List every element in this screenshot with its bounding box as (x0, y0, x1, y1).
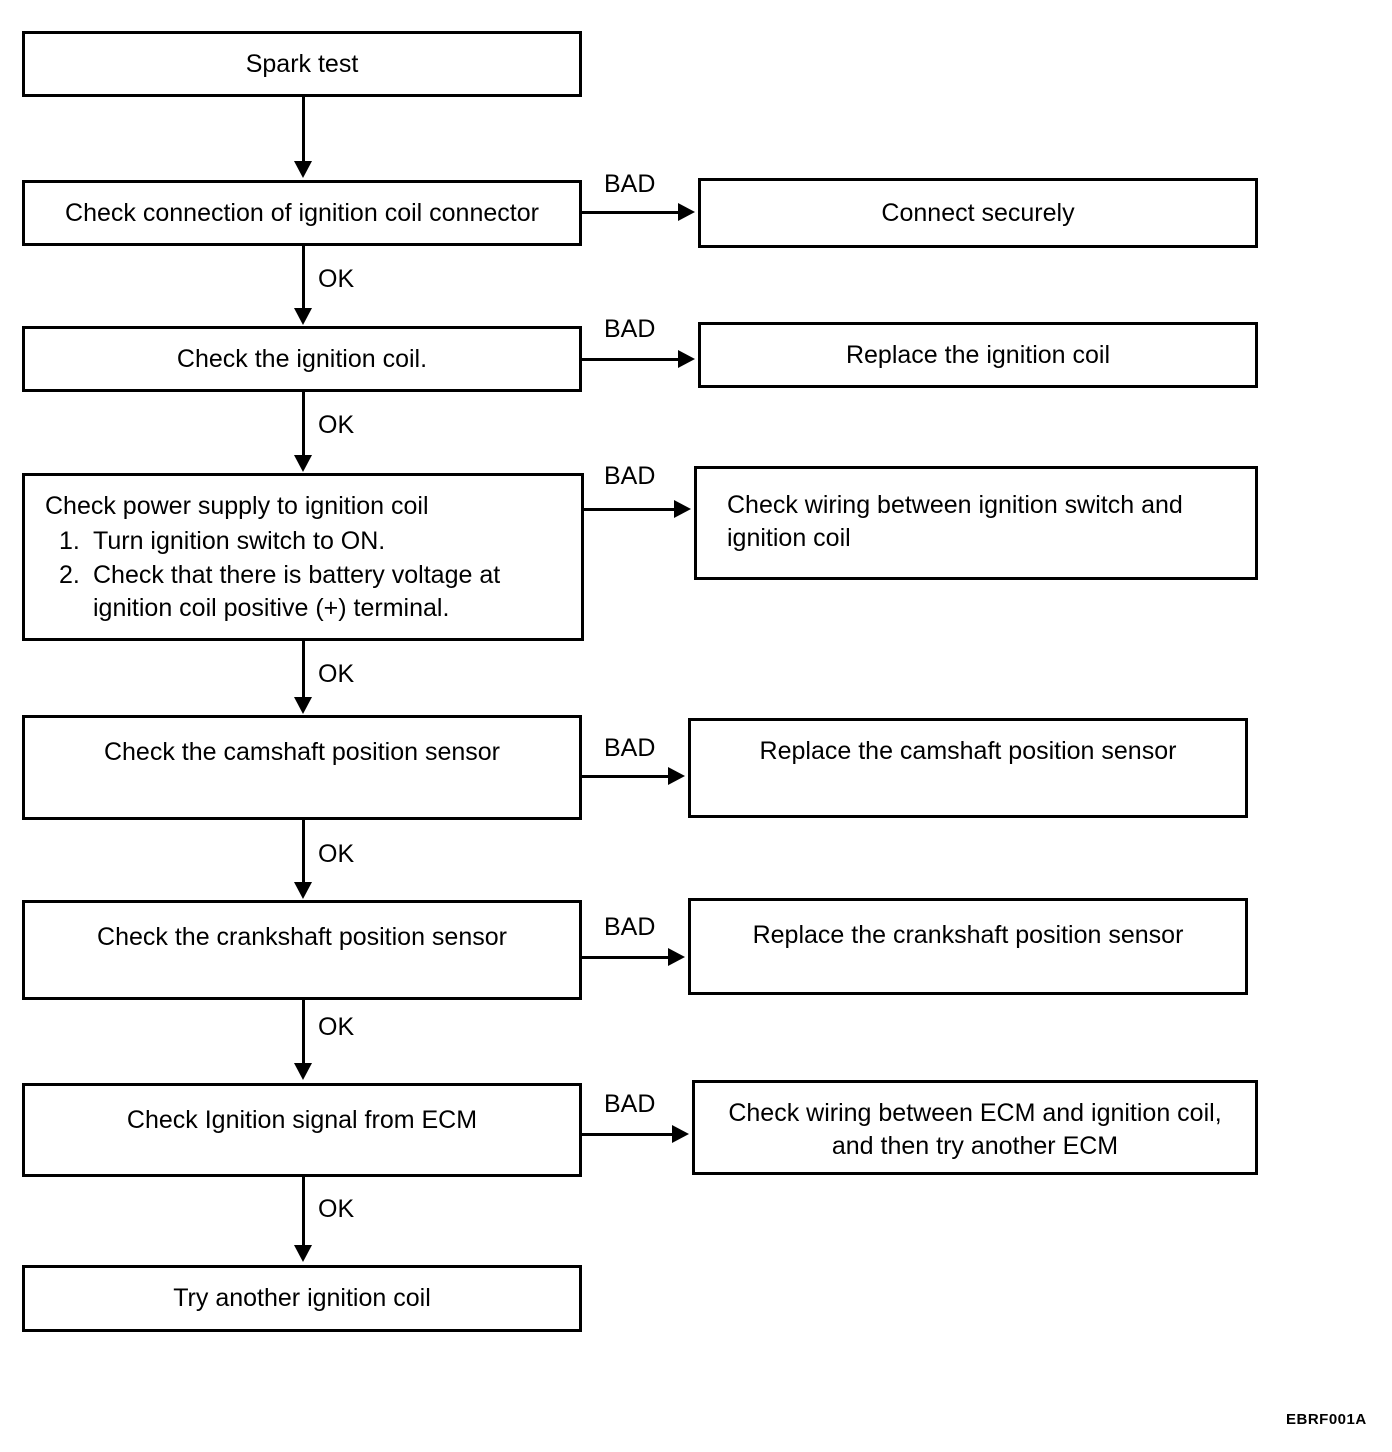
step-2-text: Check that there is battery voltage at i… (93, 561, 501, 622)
edge-label-bad-5: BAD (604, 913, 656, 941)
connector-arrow-ok-6 (294, 1063, 312, 1080)
node-check-ignition-signal[interactable]: Check Ignition signal from ECM (22, 1083, 582, 1177)
edge-label-bad-4: BAD (604, 734, 656, 762)
connector-arrow-ok-1 (294, 161, 312, 178)
node-check-wiring-ecm[interactable]: Check wiring between ECM and ignition co… (692, 1080, 1258, 1175)
connector-arrow-bad-1 (678, 203, 695, 221)
connector-line-ok-6 (302, 1000, 305, 1065)
node-check-connector[interactable]: Check connection of ignition coil connec… (22, 180, 582, 246)
node-check-power-supply-heading: Check power supply to ignition coil (45, 492, 429, 520)
node-try-another-coil-label: Try another ignition coil (173, 1284, 431, 1313)
node-connect-securely-label: Connect securely (881, 198, 1075, 227)
connector-line-ok-3 (302, 392, 305, 457)
step-1-text: Turn ignition switch to ON. (93, 526, 386, 555)
connector-line-ok-4 (302, 641, 305, 699)
connector-arrow-bad-3 (674, 500, 691, 518)
node-connect-securely[interactable]: Connect securely (698, 178, 1258, 248)
node-replace-crankshaft-sensor-label: Replace the crankshaft position sensor (752, 921, 1184, 949)
edge-label-bad-2: BAD (604, 315, 656, 343)
connector-line-bad-5 (582, 956, 672, 959)
connector-arrow-bad-5 (668, 948, 685, 966)
node-check-wiring-switch[interactable]: Check wiring between ignition switch and… (694, 466, 1258, 580)
node-check-power-supply-step-2: 2. Check that there is battery voltage a… (45, 559, 571, 624)
edge-label-ok-2: OK (318, 411, 355, 439)
edge-label-ok-1: OK (318, 265, 355, 293)
edge-label-ok-3: OK (318, 660, 355, 688)
connector-arrow-bad-6 (672, 1125, 689, 1143)
edge-label-bad-1: BAD (604, 170, 656, 198)
node-replace-crankshaft-sensor[interactable]: Replace the crankshaft position sensor (688, 898, 1248, 995)
node-check-ignition-signal-label: Check Ignition signal from ECM (126, 1106, 478, 1134)
node-check-power-supply-body: Check power supply to ignition coil 1. T… (25, 476, 581, 624)
node-spark-test[interactable]: Spark test (22, 31, 582, 97)
node-check-wiring-ecm-label: Check wiring between ECM and ignition co… (728, 1099, 1222, 1160)
node-check-camshaft-sensor[interactable]: Check the camshaft position sensor (22, 715, 582, 820)
step-1-number: 1. (59, 526, 80, 555)
connector-line-bad-1 (582, 211, 682, 214)
node-check-coil[interactable]: Check the ignition coil. (22, 326, 582, 392)
node-check-crankshaft-sensor[interactable]: Check the crankshaft position sensor (22, 900, 582, 1000)
edge-label-bad-6: BAD (604, 1090, 656, 1118)
connector-arrow-ok-2 (294, 308, 312, 325)
edge-label-bad-3: BAD (604, 462, 656, 490)
step-2-number: 2. (59, 561, 80, 589)
node-check-power-supply-step-1: 1. Turn ignition switch to ON. (45, 525, 571, 558)
connector-line-bad-2 (582, 358, 682, 361)
node-try-another-coil[interactable]: Try another ignition coil (22, 1265, 582, 1332)
connector-arrow-ok-7 (294, 1245, 312, 1262)
edge-label-ok-4: OK (318, 840, 355, 868)
connector-arrow-ok-5 (294, 882, 312, 899)
node-replace-camshaft-sensor[interactable]: Replace the camshaft position sensor (688, 718, 1248, 818)
node-check-power-supply[interactable]: Check power supply to ignition coil 1. T… (22, 473, 584, 641)
connector-arrow-bad-4 (668, 767, 685, 785)
node-replace-camshaft-sensor-label: Replace the camshaft position sensor (759, 737, 1177, 765)
node-check-power-supply-steps: 1. Turn ignition switch to ON. 2. Check … (45, 525, 571, 625)
connector-arrow-ok-4 (294, 697, 312, 714)
node-replace-coil[interactable]: Replace the ignition coil (698, 322, 1258, 388)
connector-arrow-ok-3 (294, 455, 312, 472)
connector-line-bad-3 (584, 508, 678, 511)
node-check-connector-label: Check connection of ignition coil connec… (65, 198, 539, 227)
node-check-coil-label: Check the ignition coil. (176, 344, 428, 373)
node-replace-coil-label: Replace the ignition coil (845, 340, 1111, 369)
connector-line-bad-6 (582, 1133, 676, 1136)
node-check-crankshaft-sensor-label: Check the crankshaft position sensor (97, 923, 507, 951)
connector-line-ok-1 (302, 97, 305, 163)
edge-label-ok-5: OK (318, 1013, 355, 1041)
node-check-camshaft-sensor-label: Check the camshaft position sensor (103, 738, 501, 766)
node-check-wiring-switch-label: Check wiring between ignition switch and… (727, 491, 1183, 552)
connector-arrow-bad-2 (678, 350, 695, 368)
connector-line-ok-2 (302, 246, 305, 310)
connector-line-ok-7 (302, 1177, 305, 1247)
edge-label-ok-6: OK (318, 1195, 355, 1223)
connector-line-ok-5 (302, 820, 305, 884)
node-spark-test-label: Spark test (245, 49, 359, 78)
figure-code: EBRF001A (1286, 1411, 1367, 1428)
connector-line-bad-4 (582, 775, 672, 778)
